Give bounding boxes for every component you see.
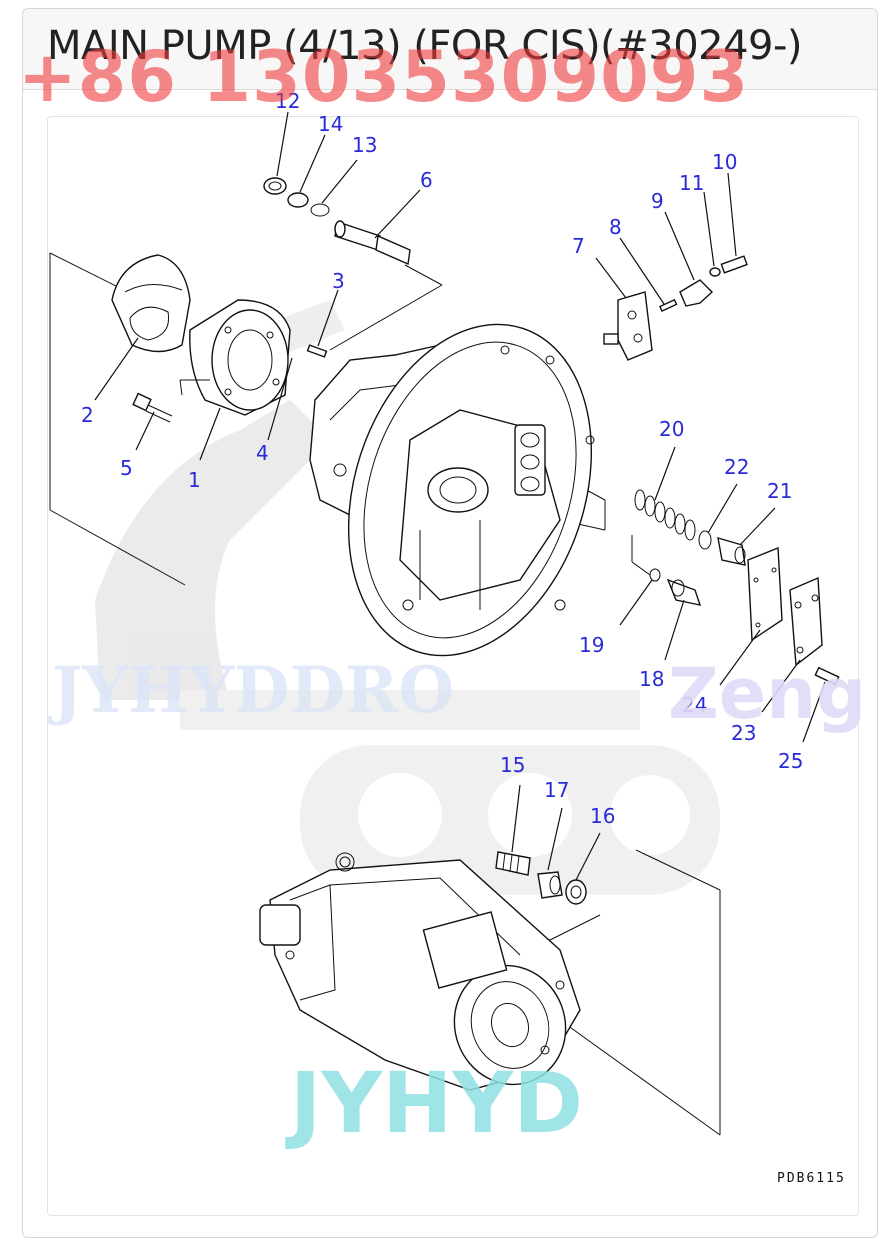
callout-18: 18 (639, 667, 664, 691)
card-header: MAIN PUMP (4/13) (FOR CIS)(#30249-) (23, 9, 877, 90)
part-pin-3 (306, 344, 328, 358)
watermark-brand-right: Zeng (668, 653, 866, 735)
callout-6: 6 (420, 168, 433, 192)
callout-23: 23 (731, 721, 756, 745)
part-cover (111, 254, 191, 353)
callout-1: 1 (188, 468, 201, 492)
part-nut-17 (537, 871, 563, 899)
watermark-brand-mid: JYHYDDRO (47, 653, 454, 728)
leader-lines (94, 111, 826, 881)
part-plate-9 (679, 279, 714, 307)
callout-12: 12 (275, 89, 300, 113)
callout-21: 21 (767, 479, 792, 503)
callout-5: 5 (120, 456, 133, 480)
part-valve-plate (179, 299, 291, 416)
callout-19: 19 (579, 633, 604, 657)
part-bolt-25 (814, 666, 840, 686)
part-ball-19 (649, 568, 661, 582)
callout-7: 7 (572, 234, 585, 258)
callout-24: 24 (682, 693, 707, 717)
part-shaft-6 (334, 220, 411, 266)
part-oring-22 (698, 530, 712, 550)
part-washer-16 (565, 879, 587, 905)
callout-25: 25 (778, 749, 803, 773)
part-spring-20 (634, 489, 696, 541)
callout-14: 14 (318, 112, 343, 136)
callout-13: 13 (352, 133, 377, 157)
callout-17: 17 (544, 778, 569, 802)
part-plug-15 (495, 851, 531, 876)
part-gasket-24 (747, 546, 783, 642)
part-pin-8 (658, 298, 678, 313)
part-washer-11 (709, 267, 721, 277)
part-plug-21 (717, 537, 746, 566)
callout-20: 20 (659, 417, 684, 441)
callout-labels: 12 14 13 6 3 2 5 1 4 7 8 9 11 10 20 22 2… (81, 89, 803, 828)
part-rings (263, 177, 330, 217)
part-valve-18 (666, 578, 702, 606)
callout-16: 16 (590, 804, 615, 828)
callout-9: 9 (651, 189, 664, 213)
callout-15: 15 (500, 753, 525, 777)
diagram-frame (47, 116, 859, 1216)
part-pump-housing (309, 323, 595, 657)
watermark-brand-bottom: JYHYD (285, 1054, 583, 1152)
phone-watermark: +86 13035309093 (18, 36, 750, 118)
part-cover-23 (789, 576, 823, 667)
callout-8: 8 (609, 215, 622, 239)
drawing-code: PDB6115 (777, 1171, 846, 1186)
callout-11: 11 (679, 171, 704, 195)
part-bolt-5 (132, 392, 173, 423)
callout-4: 4 (256, 441, 269, 465)
part-lower-pump-assembly (259, 849, 721, 1136)
page-title: MAIN PUMP (4/13) (FOR CIS)(#30249-) (47, 23, 803, 69)
callout-2: 2 (81, 403, 94, 427)
part-bracket-7 (603, 291, 653, 361)
callout-22: 22 (724, 455, 749, 479)
part-bolt-10 (720, 255, 748, 274)
callout-3: 3 (332, 269, 345, 293)
callout-10: 10 (712, 150, 737, 174)
